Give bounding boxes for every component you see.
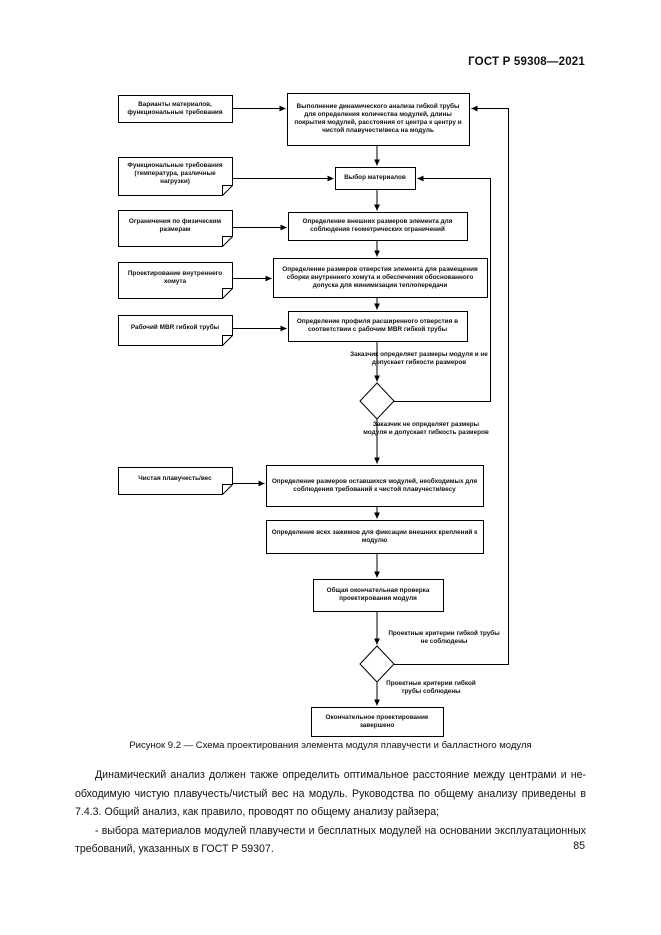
step-box-bore-sizing [273,258,488,298]
page-number: 85 [573,840,585,852]
step-box-bore-profile [288,311,468,342]
standard-number-header: ГОСТ Р 59308—2021 [468,56,585,68]
step-final-design: Окончательное проектирование завершено [325,713,429,729]
body-line: требований, указанных в ГОСТ Р 59307. [75,843,274,856]
step-remaining-dimensions: Определение размеров оставшихся модулей,… [271,477,478,493]
body-line: - выбора материалов модулей плавучести и… [95,824,586,837]
branch-label-client-allows-flex: Заказчик не определяет размеры модуля и … [363,421,489,437]
input-internal-clamp: Проектирование внутреннего хомута [127,269,223,285]
input-doc-functional-requirements [118,157,233,196]
step-box-outer-dimensions [288,212,468,241]
step-box-remaining-dimensions [266,465,484,507]
body-text: Динамический анализ должен также определ… [75,766,586,859]
step-bore-sizing: Определение размеров отверстия элемента … [282,265,478,289]
step-dynamic-analysis: Выполнение динамического анализа гибкой … [294,103,462,134]
input-operating-mbr: Рабочий MBR гибкой трубы [130,324,220,331]
body-line: обходимую чистую плавучесть/чистый вес н… [75,787,586,800]
input-size-constraints: Ограничения по физическим размерам [128,217,222,233]
branch-label-client-defines-sizes: Заказчик определяет размеры модуля и не … [350,351,488,367]
input-doc-net-buoyancy [118,467,233,495]
body-line: 7.4.3. Общий анализ, как правило, провод… [75,806,440,819]
input-doc-size-constraints [118,210,233,247]
step-box-final-design [311,707,444,737]
branch-label-criteria-not-met: Проектные критерии гибкой трубы не соблю… [388,630,500,646]
decision-diamond-client-sizing [359,382,395,420]
feedback-arrow-criteria-not-met [394,105,509,665]
step-box-dynamic-analysis [287,93,470,146]
decision-diamond-criteria [359,645,395,683]
step-clamps: Определение всех зажимов для фиксации вн… [271,528,478,544]
step-box-material-selection [335,167,416,190]
step-outer-dimensions: Определение внешних размеров элемента дл… [302,218,453,233]
input-net-buoyancy: Чистая плавучесть/вес [138,474,212,482]
input-doc-operating-mbr [118,315,233,346]
branch-label-criteria-met: Проектные критерии гибкой трубы соблюден… [386,680,476,696]
step-box-design-check [313,579,444,612]
step-design-check: Общая окончательная проверка проектирова… [326,587,430,602]
step-material-selection: Выбор материалов [344,174,406,181]
input-functional-requirements: Функциональные требования (температура, … [127,161,223,185]
body-line: Динамический анализ должен также определ… [95,769,586,781]
feedback-arrow-client-defined-sizes [394,175,491,402]
step-bore-profile: Определение профиля расширенного отверст… [296,318,459,333]
step-box-clamps [266,520,484,554]
input-doc-internal-clamp [118,262,233,299]
input-material-options: Варианты материалов, функциональные треб… [127,100,223,116]
figure-caption: Рисунок 9.2 — Схема проектирования элеме… [129,740,532,751]
